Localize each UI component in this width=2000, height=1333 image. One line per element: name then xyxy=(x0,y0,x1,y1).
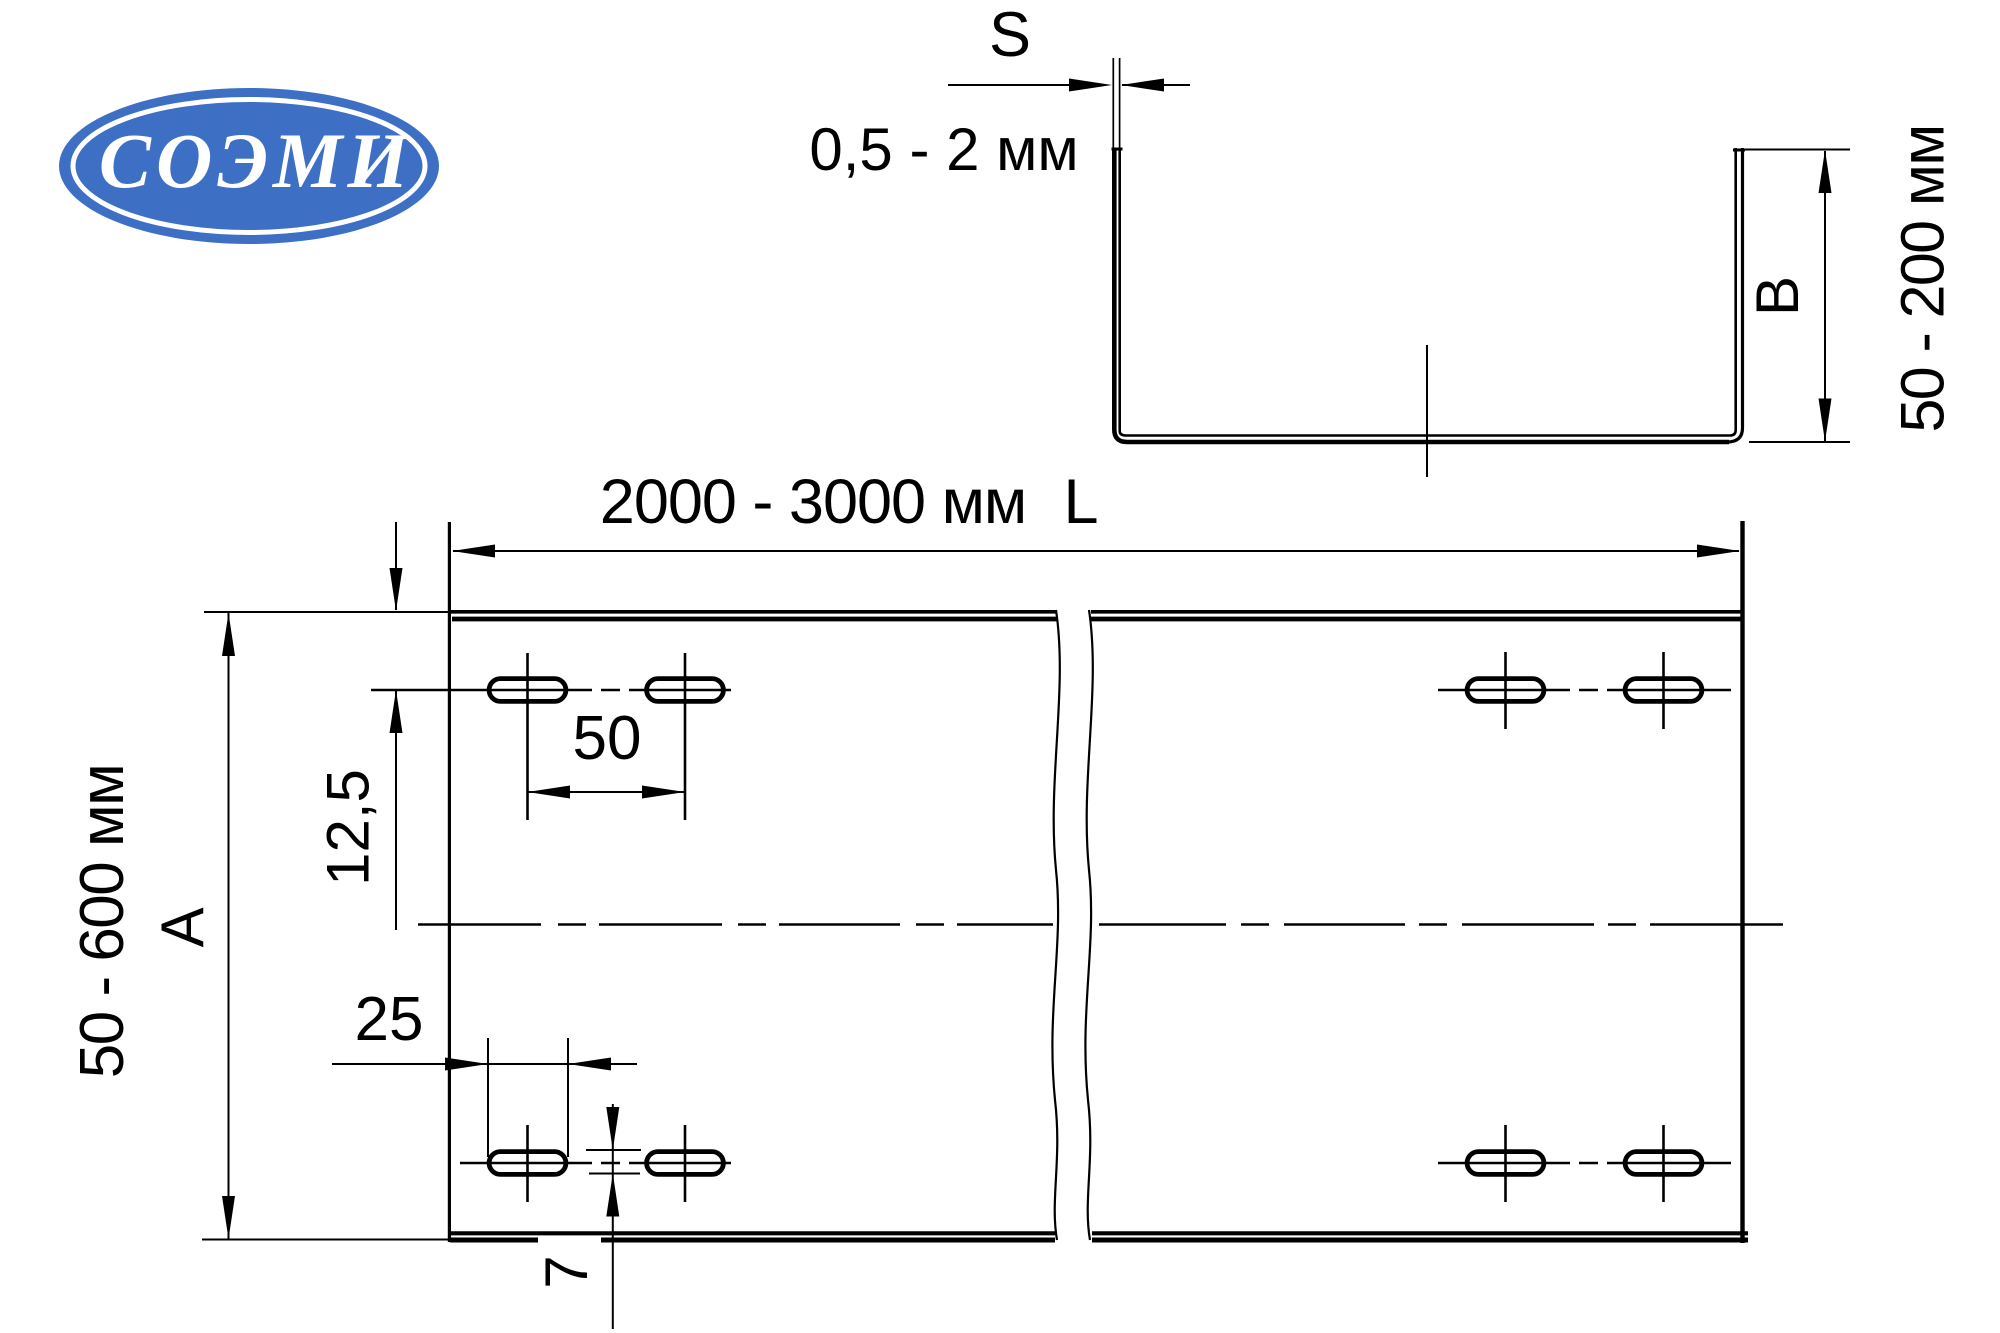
svg-text:S: S xyxy=(989,0,1031,70)
svg-text:50 - 200 мм: 50 - 200 мм xyxy=(1888,125,1956,432)
svg-text:0,5 - 2 мм: 0,5 - 2 мм xyxy=(809,116,1078,183)
svg-text:7: 7 xyxy=(533,1255,600,1288)
svg-text:2000 - 3000 мм: 2000 - 3000 мм xyxy=(600,467,1026,537)
svg-text:СОЭМИ: СОЭМИ xyxy=(99,117,413,204)
svg-text:A: A xyxy=(149,907,216,947)
svg-text:50 - 600 мм: 50 - 600 мм xyxy=(68,765,137,1078)
svg-text:B: B xyxy=(1744,276,1811,316)
svg-text:25: 25 xyxy=(355,985,424,1054)
svg-text:L: L xyxy=(1063,467,1098,537)
svg-text:50: 50 xyxy=(573,704,642,773)
svg-text:12,5: 12,5 xyxy=(315,769,382,886)
